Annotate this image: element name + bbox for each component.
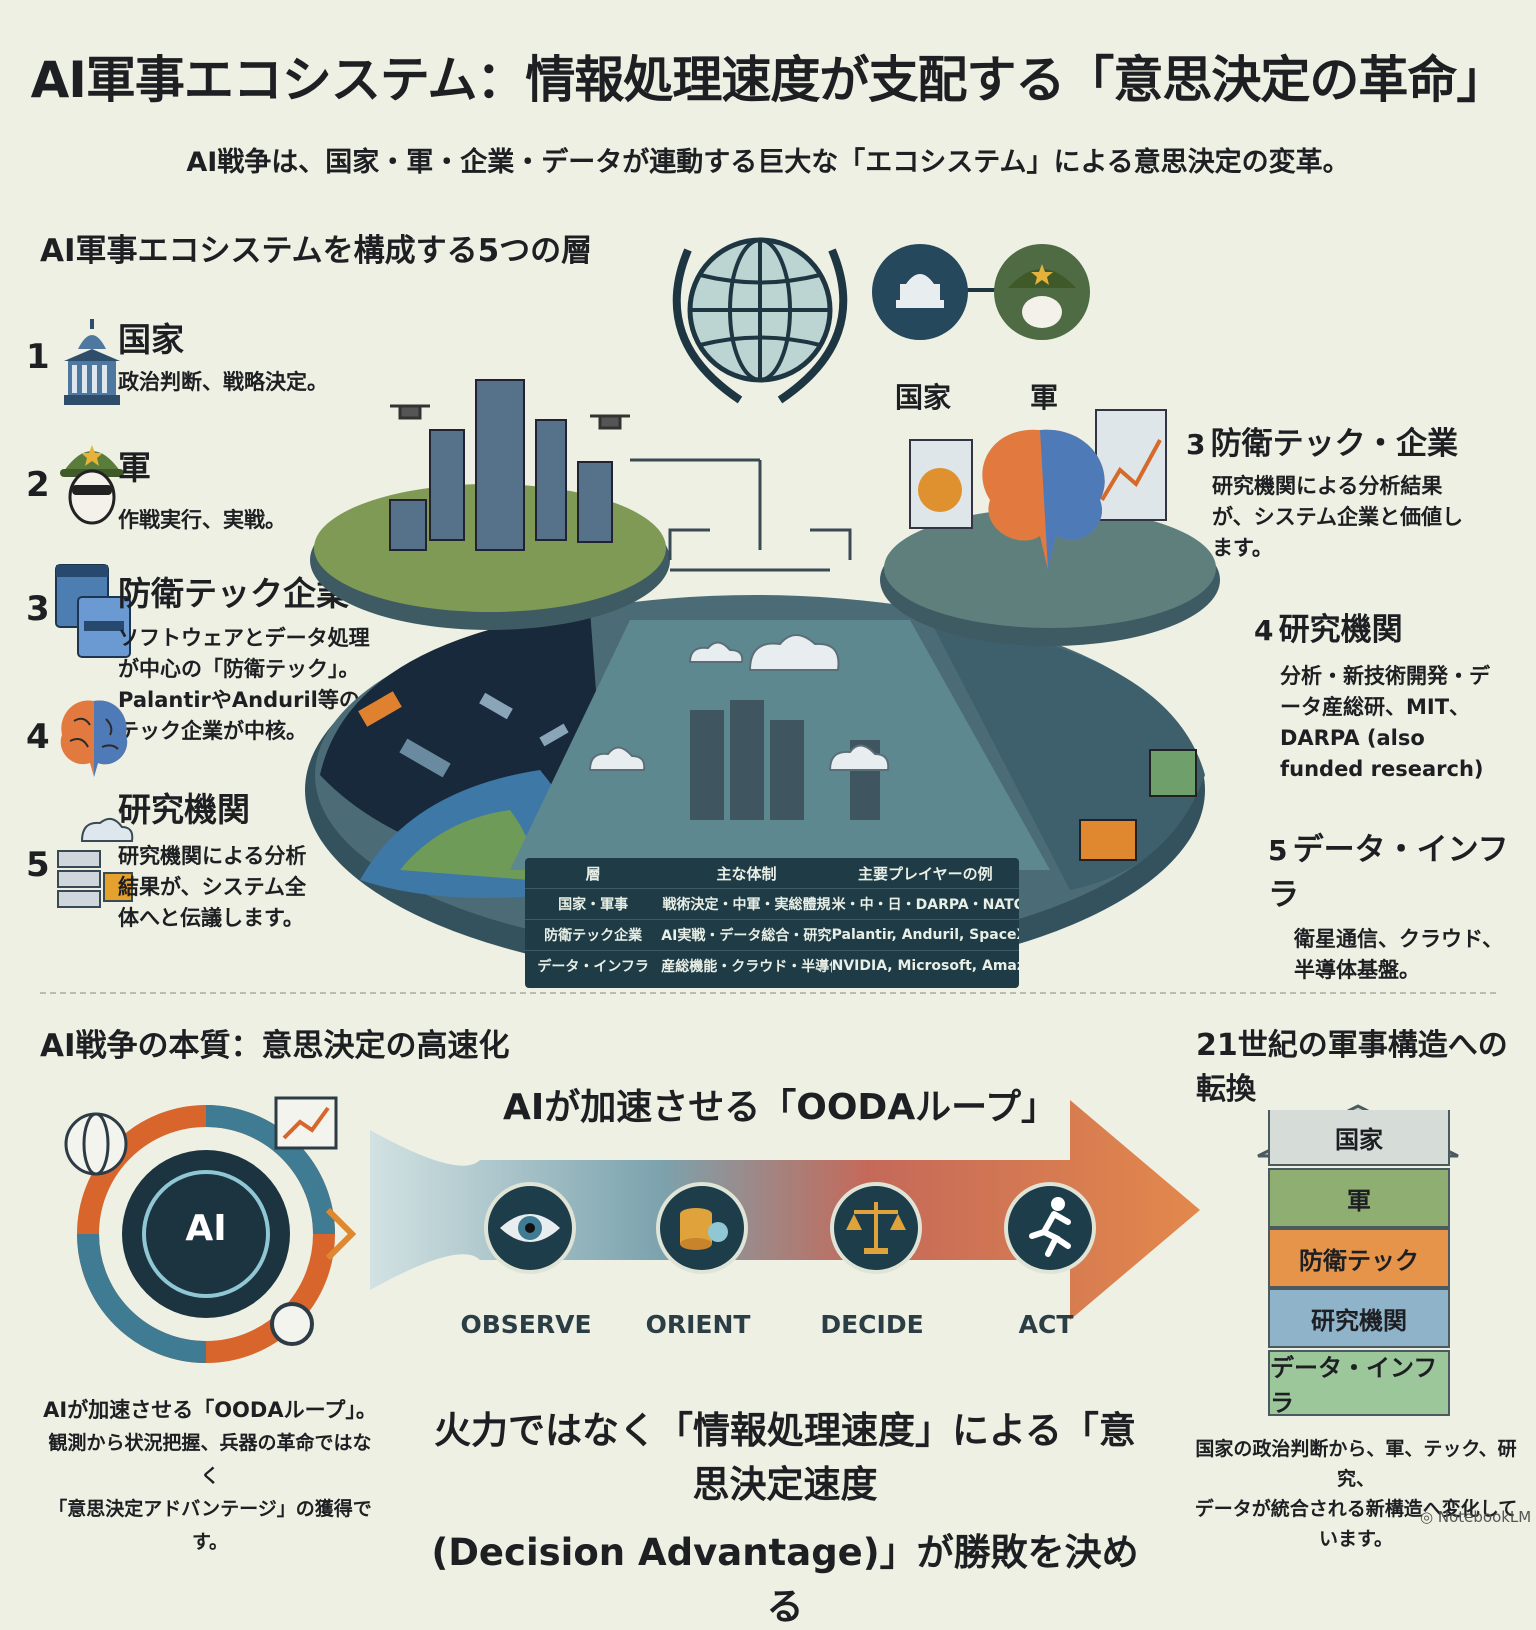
table-header: 層 — [585, 864, 601, 883]
center-label-military: 軍 — [1030, 381, 1059, 414]
soldier-icon — [60, 445, 124, 525]
table-cell: 防衛テック企業 — [544, 928, 643, 944]
layer-desc: 作戦実行、実戦。 — [118, 508, 286, 532]
ooda-step-label: DECIDE — [820, 1310, 924, 1339]
tower-block: 国家 — [1268, 1110, 1450, 1166]
eye-icon — [500, 1214, 560, 1242]
layer-name: 国家 — [118, 320, 184, 359]
server-cloud-icon — [57, 817, 134, 908]
decide-node — [830, 1182, 922, 1274]
layer-number: 3 — [1186, 428, 1206, 461]
section-divider — [40, 992, 1496, 994]
software-window-icon — [55, 564, 131, 658]
ooda-heading: AIが加速させる「OODAループ」 — [502, 1087, 1058, 1128]
structure-heading: 21世紀の軍事構造への転換 — [1196, 1028, 1508, 1107]
layer-number: 4 — [1254, 614, 1274, 647]
table-cell: 産総機能・クラウド・半導体 — [661, 959, 832, 975]
brand-watermark: ◎ NotebookLM — [1420, 1508, 1531, 1526]
notebook-icon: ◎ — [1420, 1508, 1438, 1526]
table-header: 主要プレイヤーの例 — [858, 864, 993, 883]
layer-desc: 衛星通信、クラウド、半導体基盤。 — [1294, 927, 1504, 982]
layer-name: 研究機関 — [118, 790, 250, 829]
orient-node — [656, 1182, 748, 1274]
observe-node — [484, 1182, 576, 1274]
table-cell: 国家・軍事 — [558, 897, 629, 913]
brand-label: NotebookLM — [1437, 1508, 1532, 1526]
message-line: 火力ではなく「情報処理速度」による「意思決定速度 — [434, 1409, 1136, 1506]
ooda-step-label: ORIENT — [645, 1310, 751, 1339]
right-layer-5: 5 データ・インフラ 衛星通信、クラウド、半導体基盤。 — [1268, 824, 1516, 986]
tower-block: 防衛テック — [1268, 1228, 1450, 1288]
table-row: 国家・軍事 戦術決定・中軍・実総體規 米・中・日・DARPA・NATO — [525, 889, 1019, 920]
layers-heading: AI軍事エコシステムを構成する5つの層 — [40, 233, 593, 269]
layer-desc: 分析・新技術開発・データ産総研、MIT、DARPA (also funded r… — [1280, 664, 1490, 781]
layer-desc: ソフトウェアとデータ処理が中心の「防衛テック」。PalantirやAnduril… — [118, 626, 370, 743]
data-stack-icon — [680, 1208, 728, 1250]
message-line: (Decision Advantage)」が勝敗を決める — [431, 1531, 1139, 1628]
ooda-step-label: ACT — [1018, 1310, 1074, 1339]
table-cell: 戦術決定・中軍・実総體規 — [662, 897, 831, 913]
table-cell: 米・中・日・DARPA・NATO — [831, 897, 1019, 913]
tower-block: 軍 — [1268, 1168, 1450, 1228]
layer-desc: 研究機関による分析結果が、システム企業と価値します。 — [1212, 474, 1463, 560]
layer-name: 防衛テック企業 — [118, 574, 349, 613]
layer-desc: 研究機関による分析結果が、システム全体へと伝議します。 — [118, 844, 307, 930]
page-subtitle: AI戦争は、国家・軍・企業・データが連動する巨大な「エコシステム」による意思決定… — [186, 147, 1350, 178]
table-header: 主な体制 — [716, 864, 777, 883]
table-cell: AI実戦・データ総合・研究機能 — [661, 928, 832, 944]
layer-number: 5 — [1268, 834, 1288, 867]
ecosystem-illustration — [305, 237, 1220, 980]
ai-center-label: AI — [185, 1208, 227, 1249]
caption-line: AIが加速させる「OODAループ」。 — [43, 1398, 377, 1422]
center-label-state: 国家 — [895, 381, 952, 414]
layers-list: 1 国家 政治判断、戦略決定。 2 軍 作戦実行、実戦。 3 防衛テック企業 ソ… — [26, 305, 386, 995]
table-cell: NVIDIA, Microsoft, Amazon — [831, 958, 1019, 974]
caption-line: 国家の政治判断から、軍、テック、研究、 — [1195, 1438, 1517, 1490]
tower-block: 研究機関 — [1268, 1288, 1450, 1348]
brain-icon — [60, 700, 128, 777]
layer-desc: 政治判断、戦略決定。 — [118, 370, 328, 394]
caption-line: 「意思決定アドバンテージ」の獲得です。 — [48, 1498, 372, 1553]
capitol-icon — [64, 319, 120, 405]
layer-number: 2 — [26, 465, 50, 505]
page-title: AI軍事エコシステム：情報処理速度が支配する「意思決定の革命」 — [30, 51, 1507, 109]
ooda-step-label: OBSERVE — [460, 1310, 592, 1339]
players-table: 層 主な体制 主要プレイヤーの例 国家・軍事 戦術決定・中軍・実総體規 米・中・… — [525, 858, 1019, 988]
runner-icon — [1029, 1197, 1071, 1257]
layer-number: 1 — [26, 337, 50, 377]
right-layer-4: 4 研究機関 分析・新技術開発・データ産総研、MIT、DARPA (also f… — [1254, 604, 1516, 785]
table-cell: Palantir, Anduril, SpaceX — [831, 927, 1019, 943]
right-layer-3: 3 防衛テック・企業 研究機関による分析結果が、システム企業と価値します。 — [1186, 418, 1516, 564]
tower-block: データ・インフラ — [1268, 1350, 1450, 1417]
layer-name: データ・インフラ — [1268, 832, 1509, 913]
essence-heading: AI戦争の本質：意思決定の高速化 — [40, 1028, 510, 1064]
layer-name: 防衛テック・企業 — [1210, 426, 1458, 462]
layer-number: 3 — [26, 589, 50, 629]
structure-caption: 国家の政治判断から、軍、テック、研究、 データが統合される新構造へ変化しています… — [1186, 1434, 1526, 1554]
essence-caption: AIが加速させる「OODAループ」。 観測から状況把握、兵器の革命ではなく 「意… — [40, 1394, 380, 1559]
layer-number: 5 — [26, 845, 50, 885]
layer-number: 4 — [26, 717, 50, 757]
ooda-arrow — [370, 1100, 1200, 1320]
layer-name: 軍 — [118, 448, 151, 487]
ai-loop-graphic — [64, 1096, 356, 1363]
layer-name: 研究機関 — [1278, 612, 1403, 648]
ooda-message: 火力ではなく「情報処理速度」による「意思決定速度 (Decision Advan… — [420, 1400, 1150, 1630]
table-cell: データ・インフラ — [537, 959, 649, 975]
table-row: 防衛テック企業 AI実戦・データ総合・研究機能 Palantir, Anduri… — [525, 920, 1019, 951]
table-row: データ・インフラ 産総機能・クラウド・半導体 NVIDIA, Microsoft… — [525, 951, 1019, 981]
table-header-row: 層 主な体制 主要プレイヤーの例 — [525, 858, 1019, 889]
caption-line: 観測から状況把握、兵器の革命ではなく — [48, 1432, 372, 1487]
scales-icon — [846, 1202, 906, 1254]
act-node — [1004, 1182, 1096, 1274]
